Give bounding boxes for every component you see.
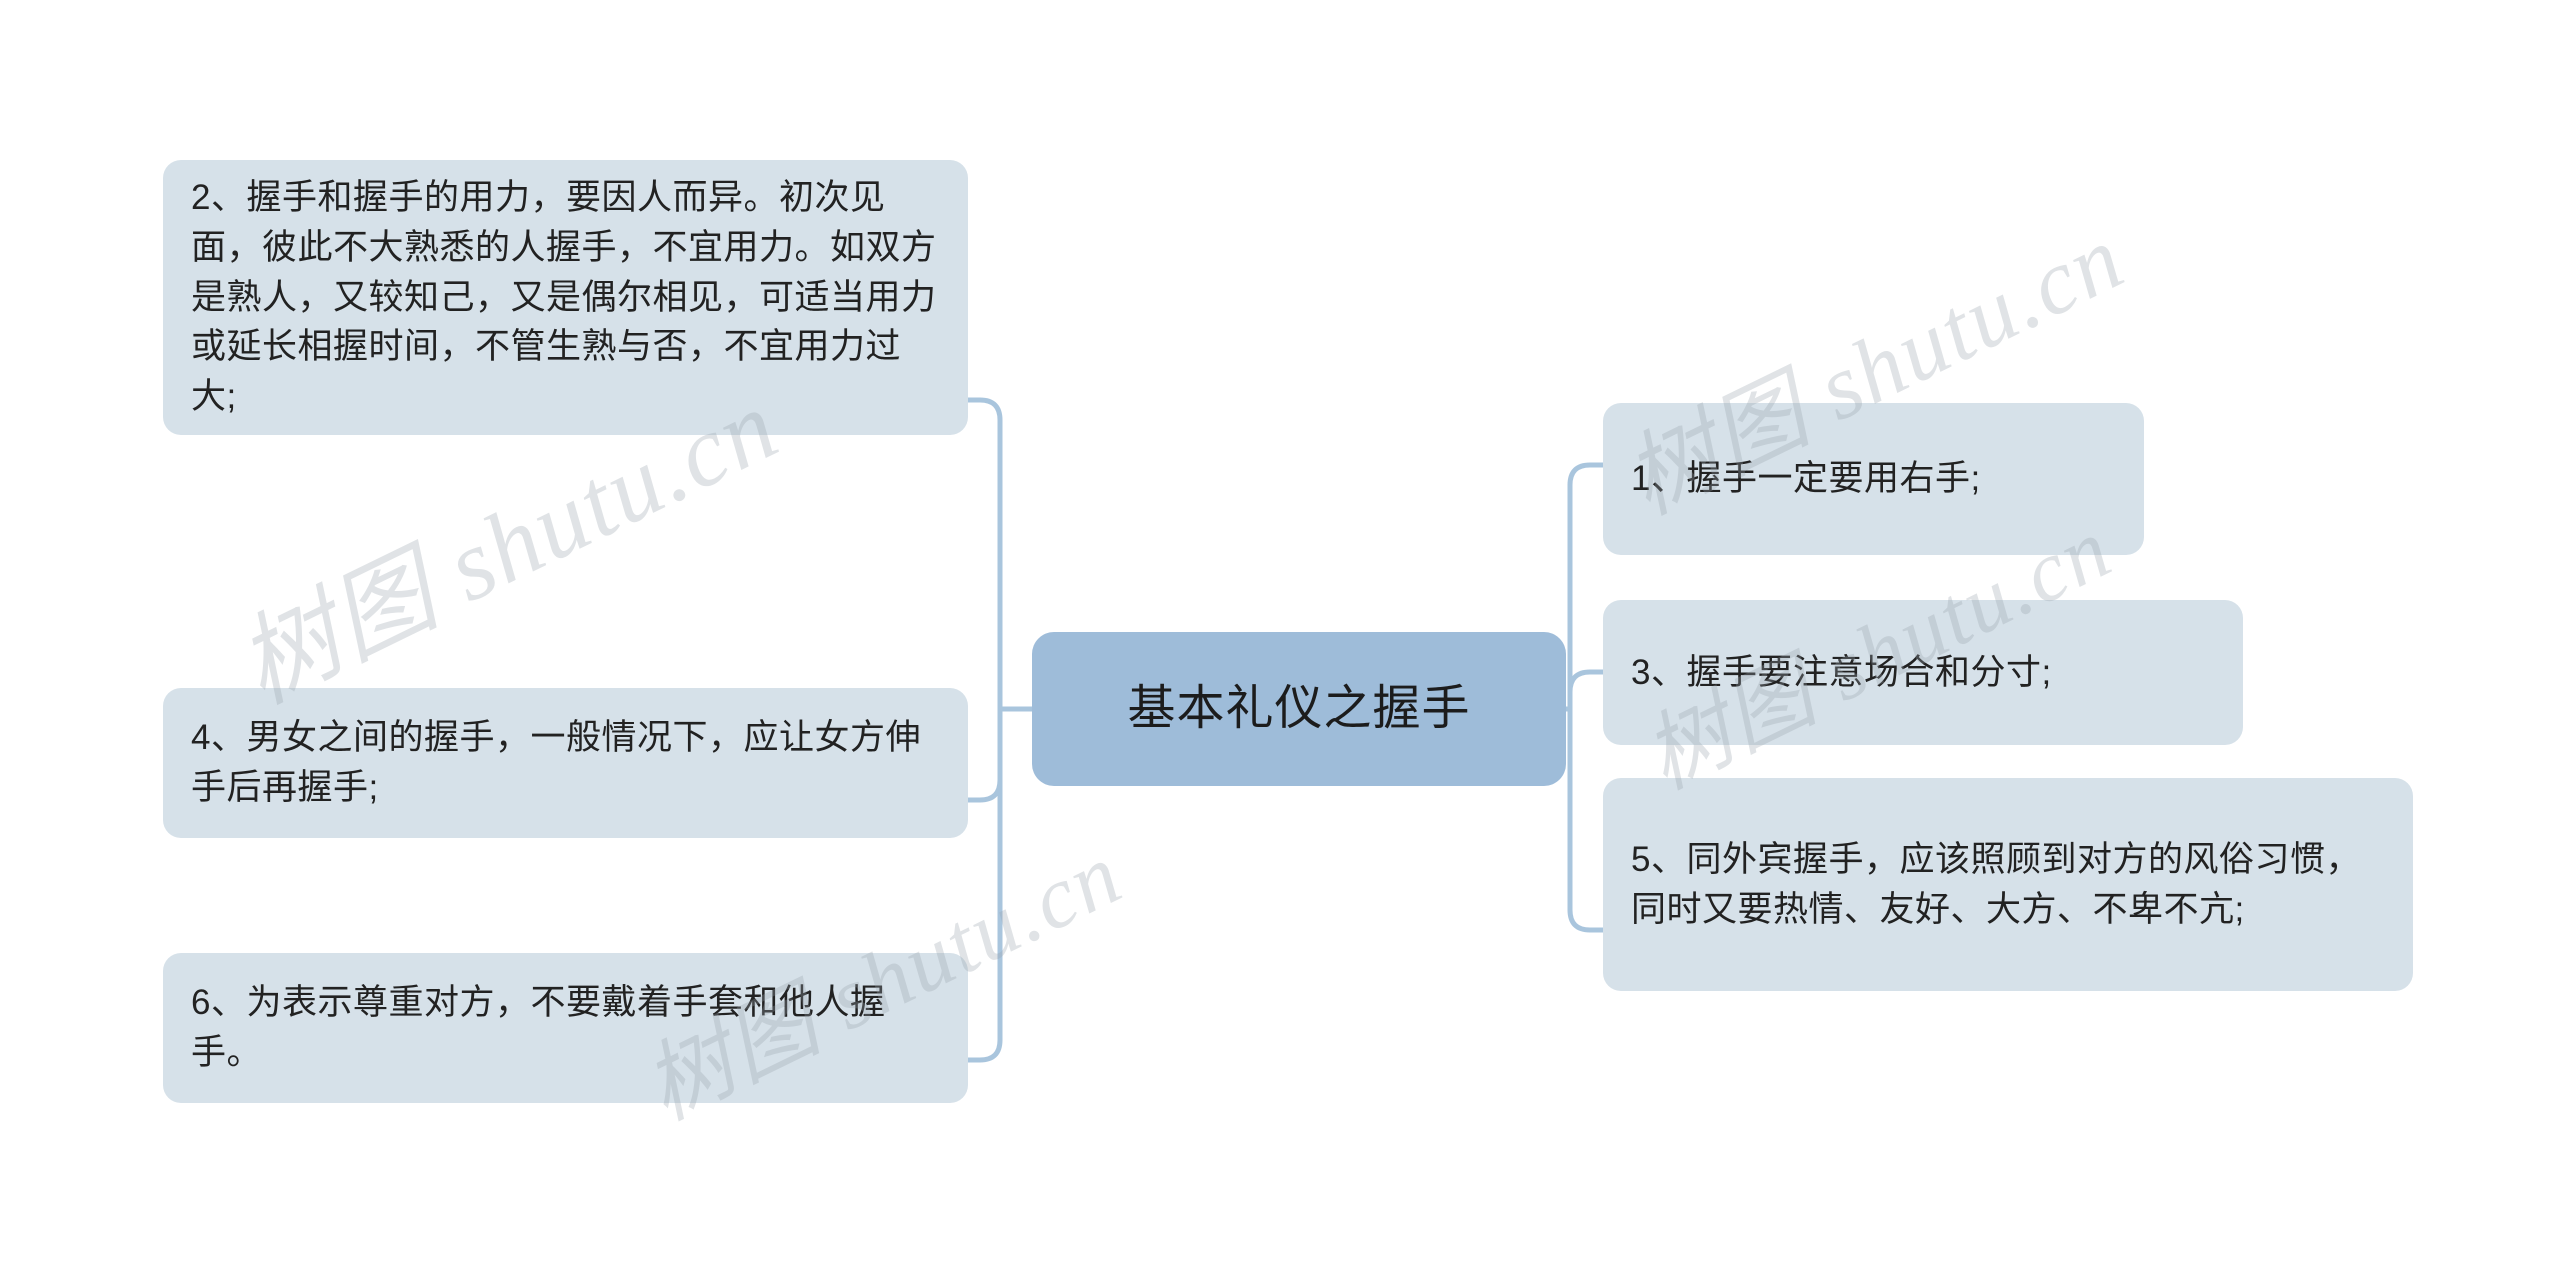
connector-left-item-2: [965, 397, 1003, 743]
mindmap-node-item-2[interactable]: 2、握手和握手的用力，要因人而异。初次见面，彼此不大熟悉的人握手，不宜用力。如双…: [163, 160, 968, 435]
connector-left-item-6: [965, 737, 1003, 1063]
connector-right-item-3: [1567, 669, 1606, 712]
mindmap-node-item-6-label: 6、为表示尊重对方，不要戴着手套和他人握手。: [191, 983, 886, 1072]
mindmap-center-node[interactable]: 基本礼仪之握手: [1032, 632, 1566, 786]
mindmap-node-item-5-label: 5、同外宾握手，应该照顾到对方的风俗习惯，同时又要热情、友好、大方、不卑不亢;: [1631, 839, 2361, 929]
mindmap-node-item-3[interactable]: 3、握手要注意场合和分寸;: [1603, 600, 2243, 745]
mindmap-node-item-5[interactable]: 5、同外宾握手，应该照顾到对方的风俗习惯，同时又要热情、友好、大方、不卑不亢;: [1603, 778, 2413, 991]
mindmap-node-item-4-label: 4、男女之间的握手，一般情况下，应让女方伸手后再握手;: [191, 718, 921, 807]
connector-right-item-5: [1567, 706, 1606, 933]
mindmap-node-item-1-label: 1、握手一定要用右手;: [1631, 459, 1981, 499]
mindmap-node-item-1[interactable]: 1、握手一定要用右手;: [1603, 403, 2144, 555]
mindmap-node-item-4[interactable]: 4、男女之间的握手，一般情况下，应让女方伸手后再握手;: [163, 688, 968, 838]
mindmap-node-item-6[interactable]: 6、为表示尊重对方，不要戴着手套和他人握手。: [163, 953, 968, 1103]
mindmap-node-item-2-label: 2、握手和握手的用力，要因人而异。初次见面，彼此不大熟悉的人握手，不宜用力。如双…: [191, 178, 937, 417]
mindmap-node-item-3-label: 3、握手要注意场合和分寸;: [1631, 652, 2052, 692]
connector-right-item-1: [1567, 462, 1606, 712]
connector-left-item-4: [965, 737, 1003, 803]
mindmap-center-node-label: 基本礼仪之握手: [1127, 681, 1471, 735]
